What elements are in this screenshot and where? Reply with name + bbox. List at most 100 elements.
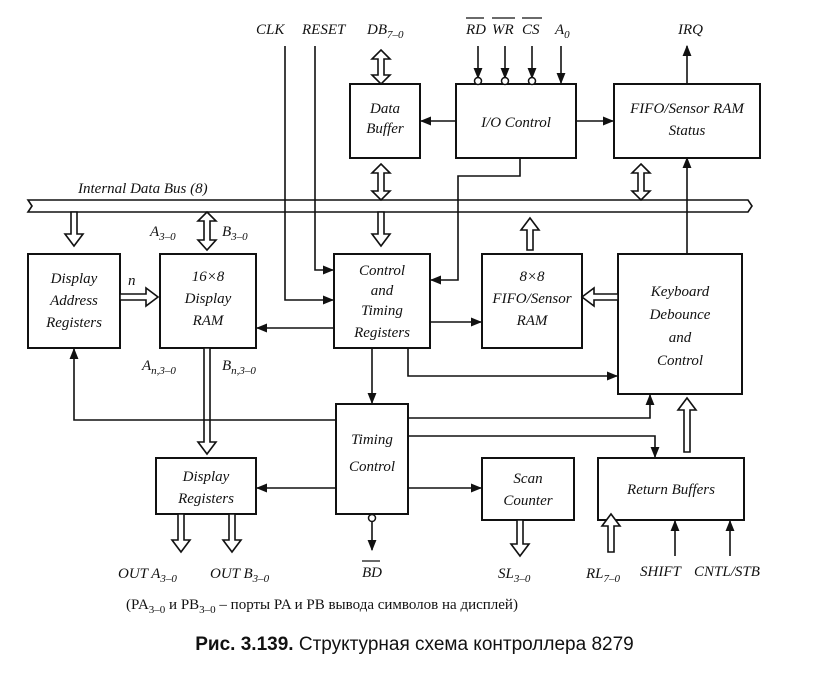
return-buffers-label: Return Buffers bbox=[626, 482, 715, 498]
svg-text:Registers: Registers bbox=[177, 491, 234, 507]
svg-text:Control: Control bbox=[359, 263, 405, 279]
cntl-label: CNTL/STB bbox=[694, 564, 760, 580]
svg-text:BD: BD bbox=[362, 565, 382, 581]
data-buffer-block bbox=[349, 83, 421, 159]
clk-label: CLK bbox=[256, 22, 285, 38]
svg-text:16×8: 16×8 bbox=[192, 269, 225, 285]
out-b-label: OUT B3–0 bbox=[210, 566, 270, 585]
figure-number: Рис. 3.139. bbox=[195, 634, 294, 655]
svg-text:Control: Control bbox=[349, 459, 395, 475]
svg-text:RAM: RAM bbox=[192, 313, 225, 329]
svg-text:Timing: Timing bbox=[361, 303, 403, 319]
reset-line bbox=[314, 46, 335, 275]
out-b-arrow bbox=[221, 513, 243, 554]
fifo-to-bus-arrow bbox=[519, 216, 541, 251]
svg-text:and: and bbox=[669, 330, 692, 346]
clk-line bbox=[284, 46, 335, 305]
timing-to-address-line bbox=[69, 347, 336, 421]
fifo-sensor-ram-block bbox=[481, 253, 583, 349]
svg-text:Control: Control bbox=[657, 353, 703, 369]
shift-label: SHIFT bbox=[640, 564, 682, 580]
irq-label: IRQ bbox=[677, 22, 703, 38]
display-ram-label: 16×8 Display RAM bbox=[184, 269, 232, 329]
status-bus-arrow bbox=[630, 162, 652, 202]
scan-counter-label: Scan Counter bbox=[503, 471, 552, 509]
display-registers-block bbox=[155, 457, 257, 515]
keyboard-debounce-label: Keyboard Debounce and Control bbox=[649, 284, 711, 369]
svg-text:Debounce: Debounce bbox=[649, 307, 711, 323]
svg-text:Display: Display bbox=[182, 469, 230, 485]
svg-text:Keyboard: Keyboard bbox=[650, 284, 710, 300]
control-to-keyboard-line bbox=[407, 348, 619, 381]
svg-text:Registers: Registers bbox=[353, 325, 410, 341]
out-a-arrow bbox=[170, 513, 192, 554]
bus-ram-bidir-arrow bbox=[196, 210, 218, 252]
svg-text:Timing: Timing bbox=[351, 432, 393, 448]
data-buffer-label: Data Buffer bbox=[366, 101, 404, 137]
display-ram-block bbox=[159, 253, 257, 349]
svg-text:Status: Status bbox=[669, 123, 706, 139]
bus-to-control-arrow bbox=[370, 211, 392, 248]
svg-text:CS: CS bbox=[522, 22, 540, 38]
io-control-label: I/O Control bbox=[480, 115, 551, 131]
reset-label: RESET bbox=[301, 22, 347, 38]
svg-text:FIFO/Sensor: FIFO/Sensor bbox=[491, 291, 571, 307]
sl-label: SL3–0 bbox=[498, 566, 531, 585]
keyboard-debounce-block bbox=[617, 253, 743, 395]
ports-note: (PA3–0 и PB3–0 – порты PA и PB вывода си… bbox=[126, 597, 518, 616]
address-to-ram-arrow bbox=[119, 286, 160, 308]
databuffer-bus-arrow bbox=[370, 162, 392, 202]
display-address-registers-block bbox=[27, 253, 121, 349]
svg-text:and: and bbox=[371, 283, 394, 299]
bd-label: BD bbox=[362, 560, 382, 581]
figure-caption: Рис. 3.139. Структурная схема контроллер… bbox=[0, 634, 829, 656]
svg-text:Display: Display bbox=[184, 291, 232, 307]
svg-text:Registers: Registers bbox=[45, 315, 102, 331]
signal-lines bbox=[69, 44, 735, 556]
control-timing-registers-block bbox=[333, 253, 431, 349]
bn-label: Bn,3–0 bbox=[222, 358, 256, 377]
rl-arrow bbox=[600, 512, 622, 553]
scan-counter-block bbox=[481, 457, 575, 521]
timing-control-label: Timing Control bbox=[349, 432, 395, 475]
db-bidir-arrow bbox=[370, 48, 392, 86]
rl-label: RL7–0 bbox=[585, 566, 621, 585]
svg-text:Counter: Counter bbox=[503, 493, 552, 509]
internal-data-bus bbox=[26, 199, 753, 213]
b30-label: B3–0 bbox=[222, 224, 248, 243]
a30-label: A3–0 bbox=[149, 224, 176, 243]
svg-text:Scan: Scan bbox=[513, 471, 542, 487]
keyboard-to-fifo-arrow bbox=[580, 286, 619, 308]
out-a-label: OUT A3–0 bbox=[118, 566, 177, 585]
an-label: An,3–0 bbox=[141, 358, 176, 377]
sl-arrow bbox=[509, 519, 531, 558]
svg-text:RAM: RAM bbox=[516, 313, 549, 329]
svg-text:Display: Display bbox=[50, 271, 98, 287]
svg-text:Buffer: Buffer bbox=[366, 121, 404, 137]
control-timing-label: Control and Timing Registers bbox=[353, 263, 410, 341]
svg-text:Address: Address bbox=[49, 293, 98, 309]
svg-text:WR: WR bbox=[492, 22, 514, 38]
wr-label: WR bbox=[492, 17, 515, 38]
bus-arrows bbox=[63, 48, 698, 558]
display-address-label: Display Address Registers bbox=[45, 271, 102, 331]
svg-text:8×8: 8×8 bbox=[519, 269, 545, 285]
return-to-keyboard-arrow bbox=[676, 396, 698, 453]
svg-text:Data: Data bbox=[369, 101, 400, 117]
rd-label: RD bbox=[465, 17, 486, 38]
a0-label: A0 bbox=[554, 22, 570, 41]
timing-to-return-line bbox=[408, 435, 660, 459]
svg-text:FIFO/Sensor RAM: FIFO/Sensor RAM bbox=[629, 101, 745, 117]
n-label: n bbox=[128, 273, 136, 289]
display-registers-label: Display Registers bbox=[177, 469, 234, 507]
io-control-block bbox=[455, 83, 577, 159]
timing-to-keyboard-line bbox=[408, 393, 655, 419]
fifo-status-block bbox=[613, 83, 761, 159]
fifo-sensor-ram-label: 8×8 FIFO/Sensor RAM bbox=[491, 269, 571, 329]
cs-label: CS bbox=[522, 17, 542, 38]
io-to-control-line bbox=[429, 158, 521, 285]
ram-to-display-registers-arrow bbox=[196, 347, 218, 456]
internal-bus-label: Internal Data Bus (8) bbox=[77, 181, 208, 197]
figure-caption-text: Структурная схема контроллера 8279 bbox=[293, 634, 634, 655]
